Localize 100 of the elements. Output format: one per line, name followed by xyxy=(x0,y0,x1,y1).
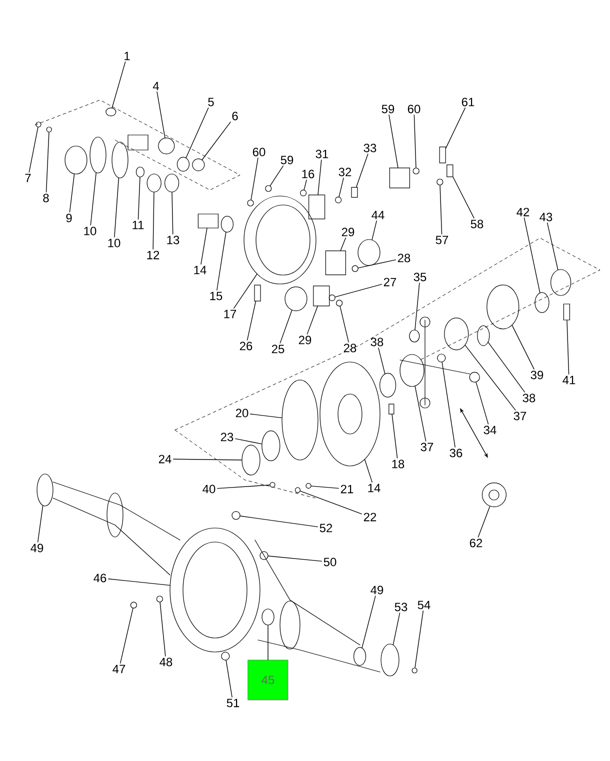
part-outline xyxy=(46,126,52,132)
part-outline xyxy=(270,482,276,488)
part-outline xyxy=(294,487,300,493)
leader-line xyxy=(356,154,368,188)
leader-line xyxy=(392,612,400,646)
part-outline xyxy=(486,284,520,330)
callout-number: 54 xyxy=(418,600,430,610)
callout-number: 32 xyxy=(338,168,352,176)
part-outline xyxy=(534,292,550,313)
leader-line xyxy=(270,166,284,186)
leader-line xyxy=(340,306,349,342)
part-outline xyxy=(482,482,506,508)
leader-line xyxy=(173,458,242,460)
callout-number: 10 xyxy=(108,238,120,248)
leader-line xyxy=(362,596,376,648)
callout-number: 48 xyxy=(160,658,172,666)
callout-number: 5 xyxy=(208,98,214,106)
callout-number: 61 xyxy=(462,98,474,106)
part-outline xyxy=(300,190,307,196)
callout-number: 44 xyxy=(372,210,384,220)
leader-line xyxy=(334,284,382,298)
leader-line xyxy=(202,122,231,160)
leader-line xyxy=(46,132,50,192)
leader-line xyxy=(156,91,166,138)
leader-line xyxy=(37,505,44,542)
leader-line xyxy=(512,324,534,370)
callout-number: 50 xyxy=(324,558,336,566)
part-outline xyxy=(106,108,116,116)
callout-number: 1 xyxy=(124,52,130,60)
callout-number: 16 xyxy=(302,170,314,178)
leader-line xyxy=(546,222,558,270)
callout-number: 4 xyxy=(152,82,159,90)
part-outline xyxy=(265,185,272,192)
part-outline xyxy=(308,194,326,220)
callout-number: 22 xyxy=(364,512,376,522)
callout-number: 58 xyxy=(470,220,484,228)
part-outline xyxy=(130,602,137,608)
leader-line xyxy=(280,310,292,344)
callout-number: 49 xyxy=(30,544,44,552)
callout-number: 15 xyxy=(210,292,222,300)
leader-line xyxy=(372,220,377,240)
callout-number: 11 xyxy=(132,220,144,230)
part-outline xyxy=(400,354,424,387)
part-outline xyxy=(439,146,446,164)
callout-number: 39 xyxy=(530,370,544,380)
leader-line xyxy=(318,160,322,195)
callout-number: 25 xyxy=(272,344,284,354)
callout-number: 59 xyxy=(382,104,394,114)
part-outline xyxy=(198,214,218,228)
part-outline xyxy=(388,404,394,414)
callout-number: 60 xyxy=(408,104,420,114)
leader-line xyxy=(310,486,339,489)
callout-number: 34 xyxy=(484,426,496,434)
callout-number: 17 xyxy=(224,310,236,318)
leader-line xyxy=(138,176,140,220)
callout-number: 51 xyxy=(226,698,240,708)
part-outline xyxy=(242,444,260,476)
part-outline xyxy=(354,647,366,666)
part-outline xyxy=(389,168,410,188)
part-outline xyxy=(358,239,380,266)
leader-line xyxy=(235,438,262,444)
callout-number: 31 xyxy=(316,150,328,158)
part-outline xyxy=(563,304,570,320)
leader-line xyxy=(340,238,346,251)
callout-number: 53 xyxy=(394,602,408,612)
part-outline xyxy=(158,138,175,154)
part-outline xyxy=(260,551,268,560)
part-outline xyxy=(306,483,312,489)
leader-line xyxy=(268,556,322,562)
leader-line xyxy=(186,108,209,158)
callout-number: 49 xyxy=(370,586,384,594)
leader-line xyxy=(414,610,424,668)
callout-number: 60 xyxy=(252,148,266,156)
callout-number: 28 xyxy=(398,254,410,262)
callout-number: 46 xyxy=(94,574,106,582)
callout-number: 8 xyxy=(43,194,49,202)
part-outline xyxy=(469,372,480,382)
callout-number: 7 xyxy=(25,174,31,182)
part-outline xyxy=(64,146,88,174)
part-outline xyxy=(36,474,54,506)
part-outline xyxy=(320,362,380,466)
callout-number: 24 xyxy=(158,454,172,464)
leader-line xyxy=(414,282,420,330)
callout-number: 52 xyxy=(320,524,332,532)
part-outline xyxy=(336,300,343,306)
part-outline xyxy=(112,142,128,178)
callout-number: 14 xyxy=(194,266,206,274)
callout-number: 18 xyxy=(392,460,404,468)
part-outline xyxy=(221,652,230,660)
part-outline xyxy=(446,164,454,178)
callout-number: 47 xyxy=(112,664,126,674)
leader-line xyxy=(120,608,134,664)
callout-number: 59 xyxy=(280,156,294,164)
leader-line xyxy=(566,320,570,375)
leader-line xyxy=(446,108,466,148)
part-outline xyxy=(146,174,162,192)
callout-number: 41 xyxy=(562,376,576,384)
leader-line xyxy=(216,232,226,290)
leader-line xyxy=(524,218,540,294)
callout-number: 40 xyxy=(202,484,216,494)
